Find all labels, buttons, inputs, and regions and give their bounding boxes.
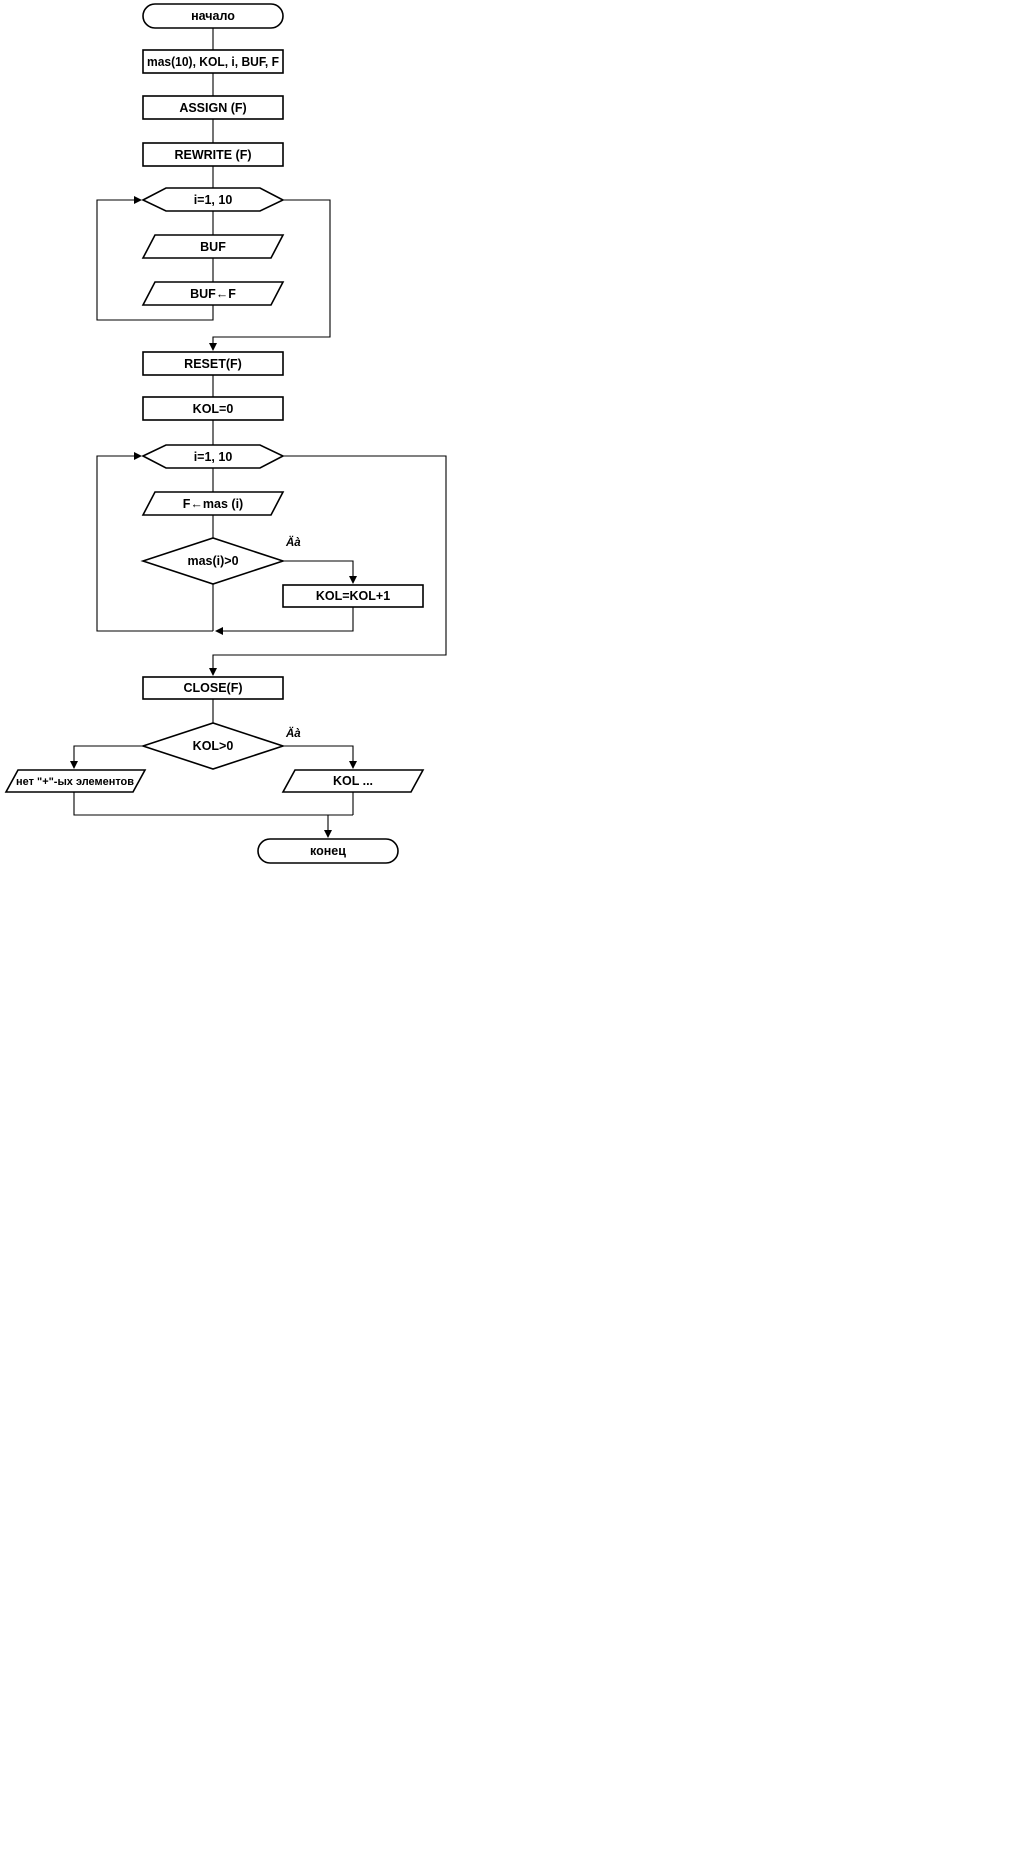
edge-loop2-return <box>96 452 213 632</box>
cond-mas-diamond: mas(i)>0 <box>140 537 286 585</box>
cond-kol-diamond: KOL>0 <box>140 722 286 770</box>
out-kol-parallelogram: KOL ... <box>281 769 425 793</box>
declare-label: mas(10), KOL, i, BUF, F <box>147 55 279 69</box>
connectors <box>70 28 447 838</box>
loop2-hexagon: i=1, 10 <box>141 444 285 469</box>
input-buf-parallelogram: BUF <box>141 234 285 259</box>
edge-loop1-exit <box>209 199 331 351</box>
rewrite-block: REWRITE (F) <box>142 142 284 167</box>
yes-mark-2: Äà <box>285 727 301 740</box>
edge-cond-yes <box>283 560 357 584</box>
cond-kol-label: KOL>0 <box>193 739 234 753</box>
start-terminator: начало <box>142 3 284 29</box>
out-none-parallelogram: нет "+"-ых элементов <box>4 769 147 793</box>
out-none-label: нет "+"-ых элементов <box>16 776 134 788</box>
edge-kol-no <box>70 745 143 769</box>
reset-label: RESET(F) <box>184 357 242 371</box>
start-label: начало <box>191 9 235 23</box>
edge-none-merge <box>73 792 353 816</box>
rewrite-label: REWRITE (F) <box>174 148 251 162</box>
read-mas-parallelogram: F←mas (i) <box>141 491 285 516</box>
edge-kol-yes <box>283 745 357 769</box>
kol-inc-label: KOL=KOL+1 <box>316 589 390 603</box>
close-block: CLOSE(F) <box>142 676 284 700</box>
yes-mark-1: Äà <box>285 536 301 549</box>
write-buf-label: BUF←F <box>190 287 236 301</box>
cond-mas-label: mas(i)>0 <box>187 554 238 568</box>
loop1-label: i=1, 10 <box>194 193 233 207</box>
edge-loop1-return <box>96 196 214 321</box>
loop2-label: i=1, 10 <box>194 450 233 464</box>
input-buf-label: BUF <box>200 240 226 254</box>
end-terminator: конец <box>257 838 399 864</box>
write-buf-parallelogram: BUF←F <box>141 281 285 306</box>
assign-block: ASSIGN (F) <box>142 95 284 120</box>
kol-inc-block: KOL=KOL+1 <box>282 584 424 608</box>
edge-kolinc-merge <box>215 607 354 635</box>
loop1-hexagon: i=1, 10 <box>141 187 285 212</box>
end-label: конец <box>310 844 346 858</box>
kol-init-label: KOL=0 <box>193 402 234 416</box>
out-kol-label: KOL ... <box>333 774 373 788</box>
edge-loop2-exit <box>209 455 447 676</box>
read-mas-label: F←mas (i) <box>183 497 243 511</box>
declare-block: mas(10), KOL, i, BUF, F <box>142 49 284 74</box>
reset-block: RESET(F) <box>142 351 284 376</box>
close-label: CLOSE(F) <box>183 681 242 695</box>
kol-init-block: KOL=0 <box>142 396 284 421</box>
assign-label: ASSIGN (F) <box>179 101 246 115</box>
